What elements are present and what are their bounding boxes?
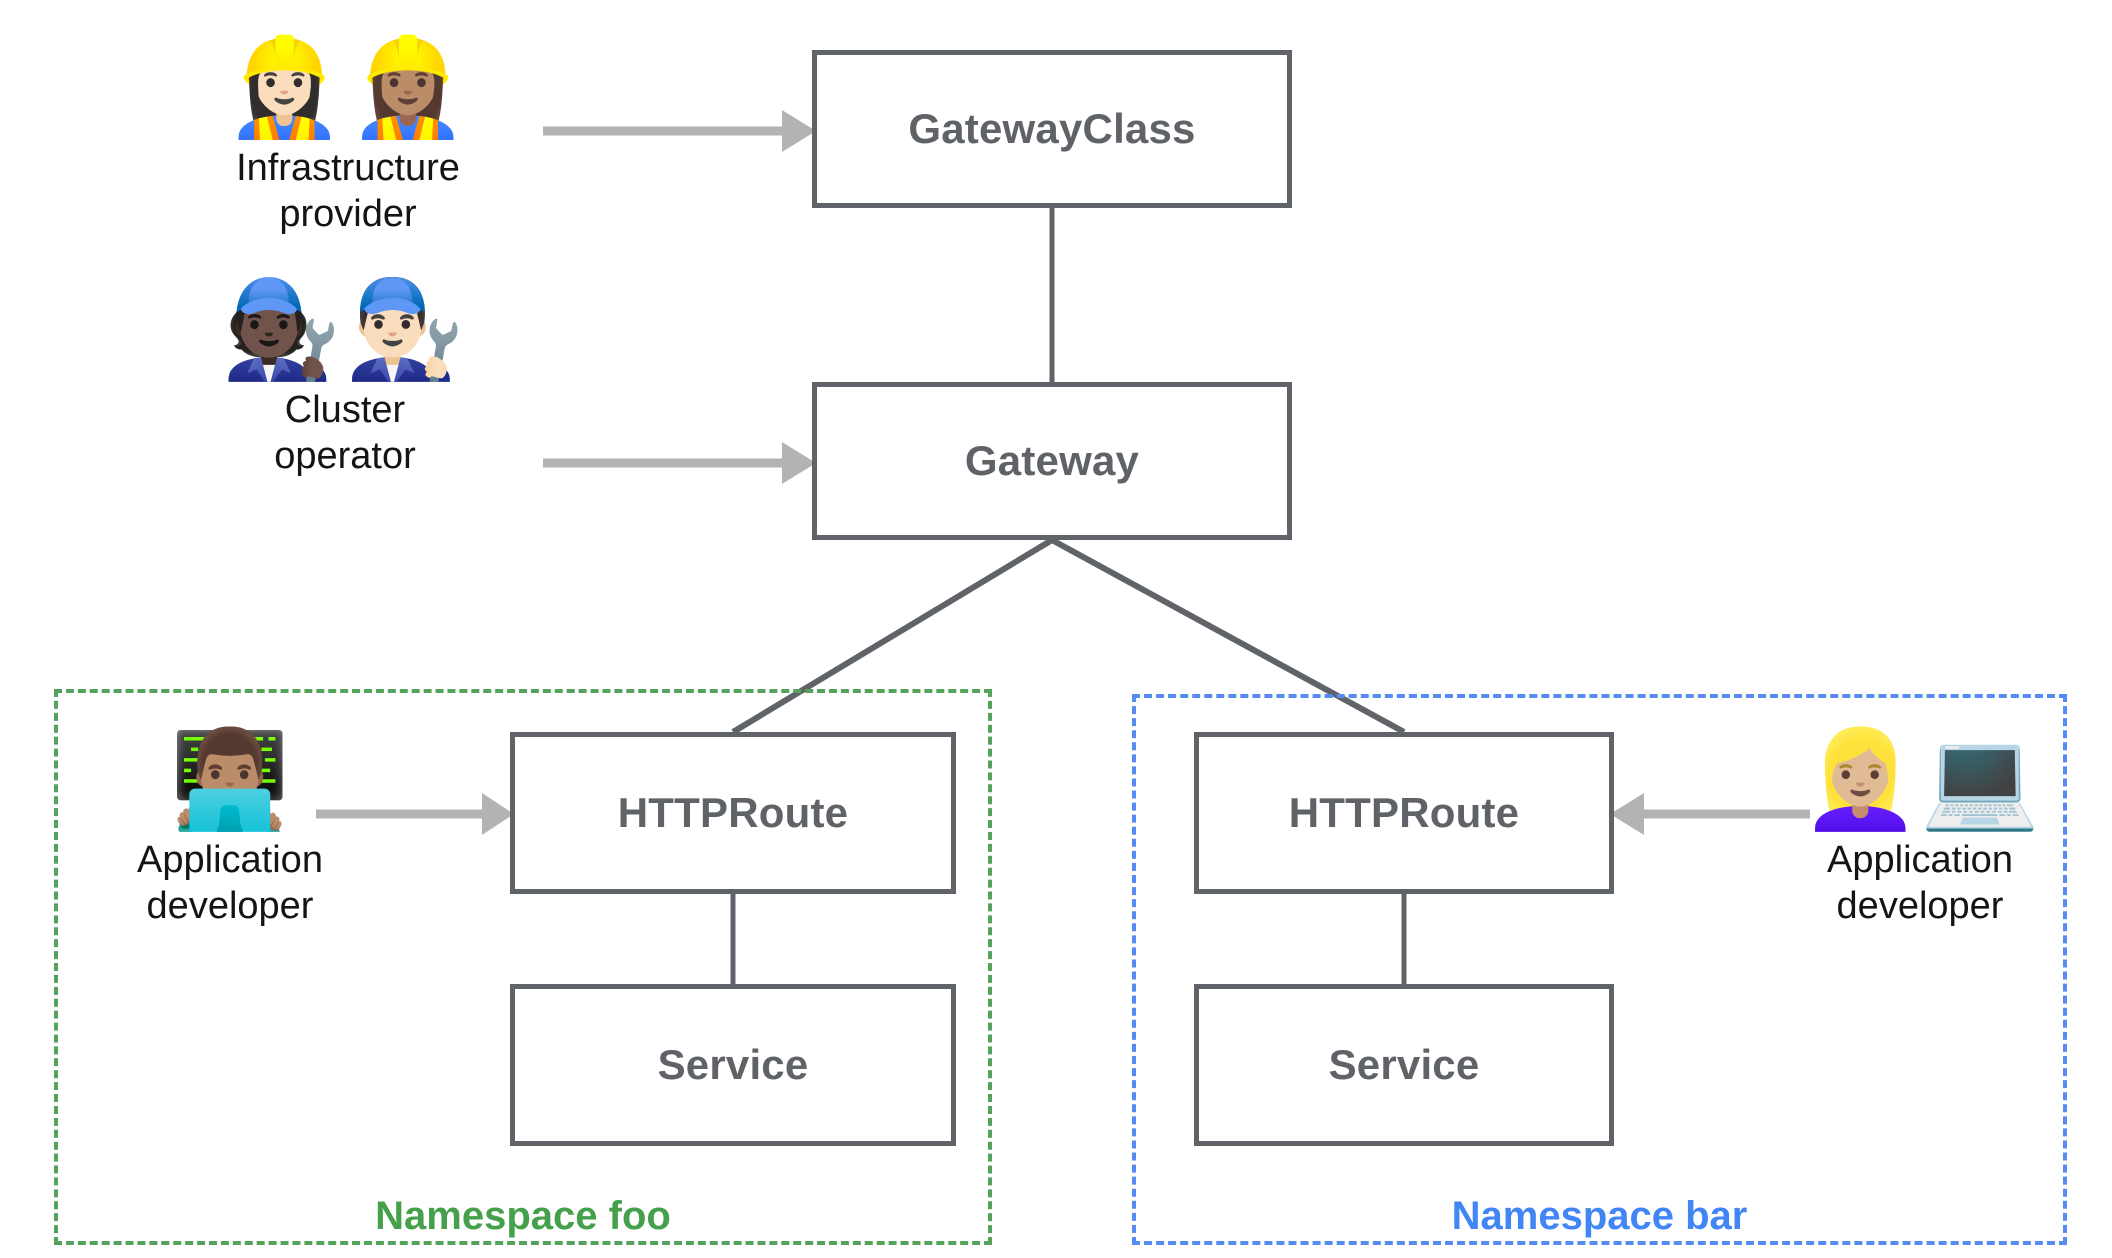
namespace-region-foo (54, 689, 992, 1245)
persona-caption-application-developer-bar: Application developer (1827, 838, 2013, 928)
namespace-label-bar: Namespace bar (1451, 1194, 1748, 1238)
woman-technologist-icon: 👱🏼‍♀️💻 (1800, 726, 2040, 833)
namespace-label-foo: Namespace foo (375, 1194, 671, 1238)
resource-label-service-foo: Service (657, 1041, 809, 1088)
resource-box-service-foo[interactable]: Service (510, 984, 956, 1146)
persona-application-developer-foo: 👨🏽‍💻 Application developer (110, 726, 350, 930)
resource-label-gatewayclass: GatewayClass (908, 105, 1196, 152)
mechanic-icon: 🧑🏿‍🔧👨🏻‍🔧 (221, 276, 469, 383)
resource-label-service-bar: Service (1328, 1041, 1480, 1088)
resource-box-httproute-foo[interactable]: HTTPRoute (510, 732, 956, 894)
namespace-region-bar (1132, 694, 2067, 1245)
persona-application-developer-bar: 👱🏼‍♀️💻 Application developer (1800, 726, 2040, 930)
resource-box-httproute-bar[interactable]: HTTPRoute (1194, 732, 1614, 894)
namespace-bar-label-wrap: Namespace bar (1132, 0, 2067, 1258)
resource-label-httproute-bar: HTTPRoute (1288, 789, 1520, 836)
resource-label-gateway: Gateway (964, 437, 1140, 484)
persona-caption-infrastructure-provider: Infrastructure provider (236, 146, 460, 236)
resource-box-gateway[interactable]: Gateway (812, 382, 1292, 540)
resource-box-service-bar[interactable]: Service (1194, 984, 1614, 1146)
persona-infrastructure-provider: 👷🏻‍♀️👷🏽‍♀️ Infrastructure provider (188, 34, 508, 238)
man-technologist-icon: 👨🏽‍💻 (170, 726, 290, 833)
resource-label-httproute-foo: HTTPRoute (617, 789, 849, 836)
woman-construction-worker-icon: 👷🏻‍♀️👷🏽‍♀️ (224, 34, 472, 141)
persona-cluster-operator: 🧑🏿‍🔧👨🏻‍🔧 Cluster operator (205, 276, 485, 480)
namespace-foo-label-wrap: Namespace foo (54, 0, 992, 1258)
persona-caption-cluster-operator: Cluster operator (274, 388, 416, 478)
resource-box-gatewayclass[interactable]: GatewayClass (812, 50, 1292, 208)
persona-caption-application-developer-foo: Application developer (137, 838, 323, 928)
